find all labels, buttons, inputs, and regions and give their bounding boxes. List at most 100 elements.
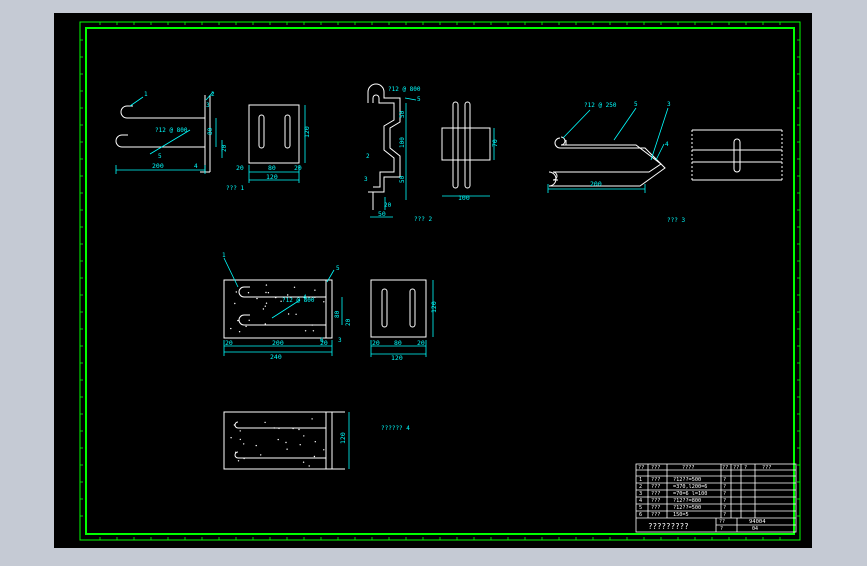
view2-plan-width: 100 bbox=[458, 194, 470, 202]
hook-bar-lower bbox=[115, 134, 205, 148]
bent-bar-lower bbox=[548, 137, 666, 187]
hatch-dot bbox=[278, 427, 280, 430]
view4-dim-total: 240 bbox=[270, 353, 282, 361]
hatch-dot bbox=[303, 435, 305, 437]
view1-plan-dim-right: 20 bbox=[294, 164, 302, 172]
hatch-dot bbox=[298, 428, 300, 431]
row6-qty: ? bbox=[723, 512, 726, 518]
hatch-dot bbox=[293, 286, 296, 288]
view2-spec: ?12 @ 800 bbox=[388, 86, 421, 93]
view4-callout-5: 5 bbox=[336, 265, 340, 272]
row3-qty: ? bbox=[723, 491, 726, 497]
hatch-dot bbox=[264, 421, 266, 424]
view2-dim-20: 20 bbox=[384, 202, 392, 209]
detail-view-1 bbox=[115, 95, 211, 173]
hatch-dot bbox=[287, 313, 290, 315]
detail-view-3 bbox=[548, 136, 666, 187]
hatch-dot bbox=[230, 437, 232, 439]
view3-callout-4: 4 bbox=[665, 141, 669, 148]
view1-callout-4: 4 bbox=[194, 163, 198, 170]
hatch-dot bbox=[264, 323, 266, 325]
row5-spec: ?12??=500 bbox=[673, 505, 701, 511]
view5-caption: ?????? 4 bbox=[381, 425, 410, 432]
view1-plan-dim-mid: 80 bbox=[268, 164, 276, 172]
view1-spec: ?12 @ 800 bbox=[155, 127, 188, 134]
hatch-dot bbox=[311, 324, 313, 326]
hatch-dot bbox=[239, 438, 241, 441]
zigzag-bar-outer bbox=[367, 83, 401, 193]
hatch-dot bbox=[243, 443, 245, 445]
view4-plan-mid: 80 bbox=[394, 339, 402, 347]
hatch-dot bbox=[273, 427, 275, 429]
hatch-dot bbox=[237, 460, 240, 462]
hatch-dot bbox=[280, 300, 282, 302]
header-qty: ?? bbox=[722, 465, 728, 471]
drawing-title: ????????? bbox=[648, 522, 689, 531]
zigzag-bar bbox=[372, 94, 395, 188]
row2-no: 2 bbox=[639, 484, 642, 490]
hatch-dot bbox=[308, 465, 310, 467]
hatch-dot bbox=[238, 331, 241, 333]
view2-plan-height: 70 bbox=[491, 139, 499, 147]
sheet-number: 04 bbox=[752, 526, 758, 532]
view1-dim-overall: 200 bbox=[152, 162, 164, 170]
view2-callout-2: 2 bbox=[366, 153, 370, 160]
header-code: ??? bbox=[651, 465, 660, 471]
sheet-label: ? bbox=[720, 526, 723, 532]
plan-view-4 bbox=[370, 279, 427, 338]
header-spec: ???? bbox=[682, 465, 695, 471]
view4-plan-left: 20 bbox=[372, 339, 380, 347]
hatch-dot bbox=[267, 292, 270, 294]
title-block bbox=[635, 463, 797, 533]
plan-view-1 bbox=[248, 104, 300, 164]
view4-dim-20: 20 bbox=[345, 318, 352, 326]
detail-view-4-dims bbox=[223, 257, 343, 356]
hatch-dot bbox=[247, 292, 250, 294]
hatch-dot bbox=[323, 449, 325, 451]
hatch-dot bbox=[314, 441, 316, 443]
view4-dim-20b: 20 bbox=[320, 339, 328, 347]
hatch-dot bbox=[295, 313, 297, 315]
view4-plan-total: 120 bbox=[391, 354, 403, 362]
hatch-dot bbox=[255, 444, 257, 447]
view1-dim-20: 20 bbox=[221, 144, 228, 152]
header-note: ??? bbox=[762, 465, 771, 471]
view4-callout-1: 1 bbox=[222, 252, 226, 259]
hatch-dot bbox=[235, 451, 237, 453]
scale-label: ?? bbox=[719, 519, 725, 525]
row1-spec: ?12??=500 bbox=[673, 477, 701, 483]
row1-qty: ? bbox=[723, 477, 726, 483]
view3-callout-3: 3 bbox=[667, 101, 671, 108]
hatch-dot bbox=[285, 441, 287, 444]
hatch-dot bbox=[264, 305, 266, 307]
view4-dim-200: 200 bbox=[272, 339, 284, 347]
row4-spec: ?12??=800 bbox=[673, 498, 701, 504]
view2-dim-top: 50 bbox=[399, 110, 406, 118]
hatch-dot bbox=[313, 455, 316, 458]
header-unit: ? bbox=[744, 465, 747, 471]
row5-code: ??? bbox=[651, 505, 660, 511]
row4-no: 4 bbox=[639, 498, 642, 504]
view3-spec: ?12 @ 250 bbox=[584, 102, 617, 109]
detail-view-4 bbox=[223, 279, 333, 339]
hatch-dot bbox=[245, 325, 247, 328]
view2-callout-5: 5 bbox=[417, 96, 421, 103]
view1-callout-1: 1 bbox=[144, 91, 148, 98]
hatch-dot bbox=[302, 461, 305, 463]
hatch-dot bbox=[239, 430, 241, 432]
hatch-dot bbox=[287, 294, 289, 296]
row1-no: 1 bbox=[639, 477, 642, 483]
hook-bar-upper bbox=[120, 105, 205, 119]
detail-view-1-dims bbox=[115, 91, 223, 174]
row3-no: 3 bbox=[639, 491, 642, 497]
row2-code: ??? bbox=[651, 484, 660, 490]
view1-dim-80: 80 bbox=[207, 127, 214, 135]
view4-spec: ?12 @ 800 bbox=[282, 297, 315, 304]
detail-view-2 bbox=[367, 83, 401, 210]
drawing-number: 94004 bbox=[749, 519, 766, 525]
plan-view-4-dims bbox=[370, 280, 434, 357]
view1-plan-dim-total: 120 bbox=[266, 173, 278, 181]
row3-spec: =70=6 l=100 bbox=[673, 491, 707, 497]
